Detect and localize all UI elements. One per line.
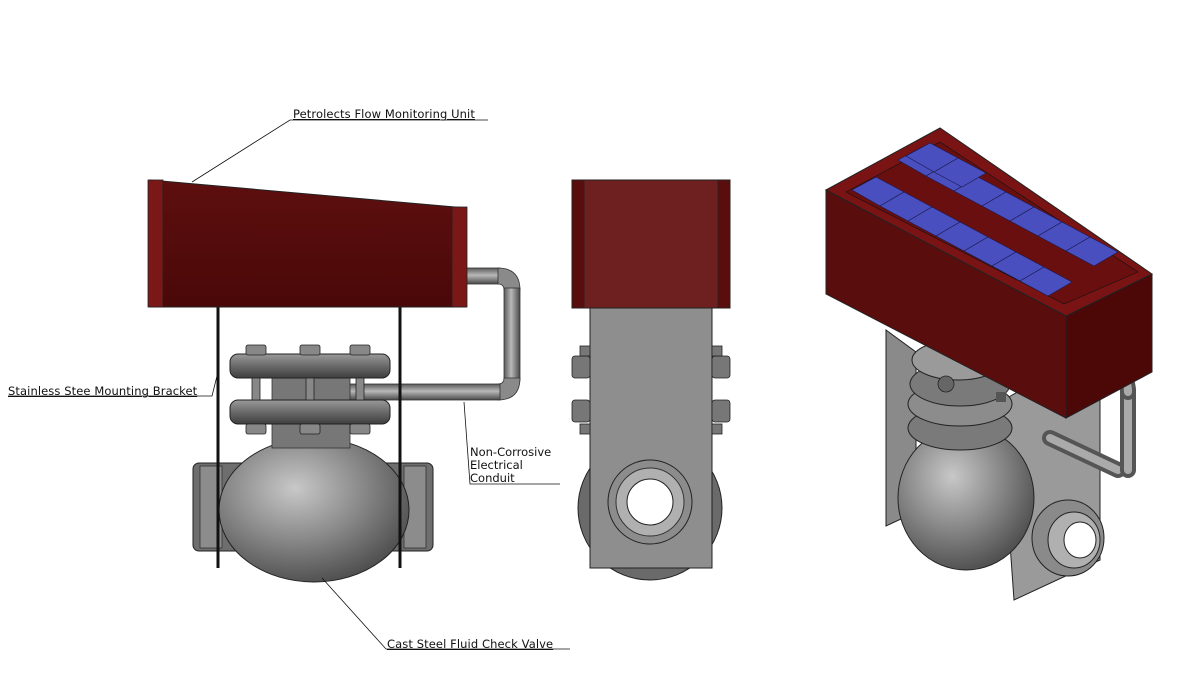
label-conduit-line1: Non-Corrosive <box>470 445 552 459</box>
front-view <box>147 179 521 583</box>
iso-monitoring-unit <box>824 127 1153 419</box>
label-mounting-bracket: Stainless Stee Mounting Bracket <box>8 384 198 398</box>
front-monitoring-unit <box>147 179 468 308</box>
front-conduit <box>347 267 521 401</box>
label-monitoring-unit: Petrolects Flow Monitoring Unit <box>293 107 475 121</box>
label-conduit-line3: Conduit <box>470 471 515 485</box>
leader-monitoring-unit <box>191 119 488 183</box>
label-conduit-line2: Electrical <box>470 458 523 472</box>
leader-lines <box>8 119 570 650</box>
front-flange-stack <box>229 344 391 449</box>
iso-solar-panel <box>851 142 1119 297</box>
leader-check-valve <box>321 577 570 650</box>
isometric-view <box>824 127 1153 601</box>
label-check-valve: Cast Steel Fluid Check Valve <box>387 637 554 651</box>
leader-mounting-bracket <box>8 371 219 397</box>
front-mounting-bracket <box>216 305 402 568</box>
side-view <box>571 179 731 581</box>
front-check-valve <box>192 437 434 583</box>
leader-conduit <box>463 401 560 485</box>
label-conduit: Non-Corrosive Electrical Conduit <box>470 446 560 485</box>
